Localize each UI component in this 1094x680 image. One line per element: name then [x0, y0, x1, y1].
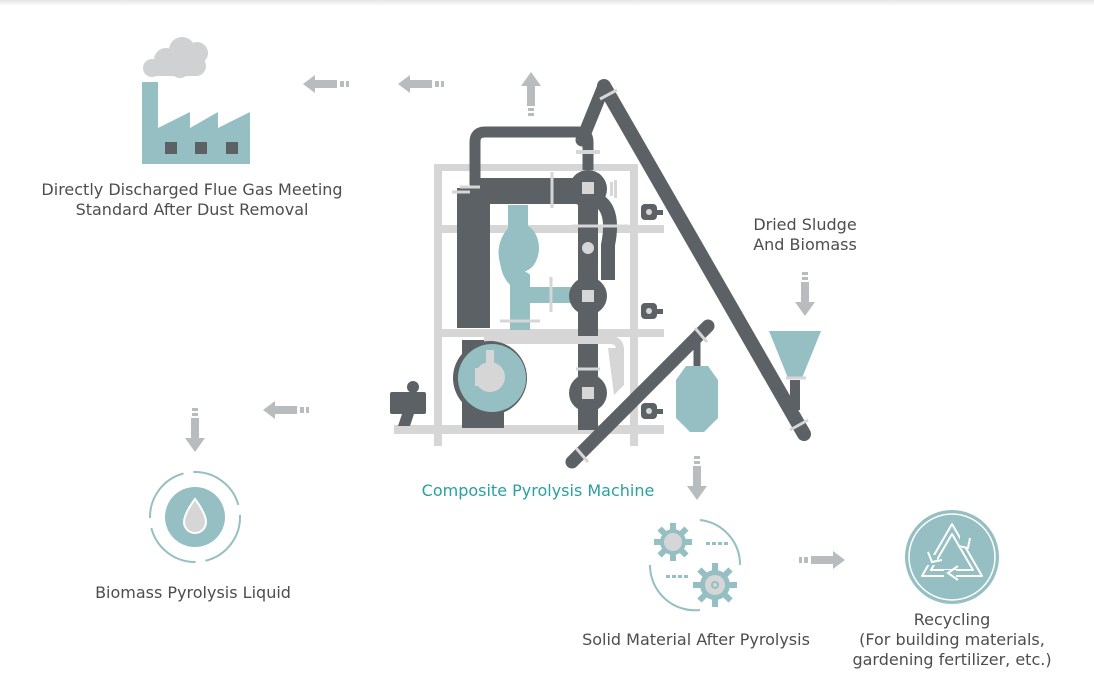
pyrolysis-machine-icon — [390, 79, 821, 469]
factory-icon — [142, 37, 250, 164]
recycling-label-line1: Recycling — [913, 610, 991, 629]
recycle-icon — [905, 510, 999, 604]
arrow-down-icon — [687, 456, 707, 500]
flue-gas-label-line1: Directly Discharged Flue Gas Meeting — [41, 180, 343, 199]
recycling-label-line3: gardening fertilizer, etc.) — [852, 650, 1052, 669]
flue-gas-label-line2: Standard After Dust Removal — [75, 200, 309, 219]
droplet-cycle-icon — [149, 471, 241, 563]
pyrolysis-liquid-label: Biomass Pyrolysis Liquid — [95, 583, 291, 602]
top-edge-shadow — [0, 0, 1094, 6]
smoke-cloud-icon — [143, 37, 208, 78]
arrow-left-icon — [263, 401, 309, 419]
arrow-left-icon — [303, 75, 349, 93]
machine-label: Composite Pyrolysis Machine — [421, 481, 655, 500]
arrow-down-icon — [185, 408, 205, 452]
recycling-label-line2: (For building materials, — [859, 630, 1045, 649]
dried-sludge-label-line1: Dried Sludge — [753, 215, 857, 234]
arrow-right-icon — [799, 551, 845, 569]
solid-material-label: Solid Material After Pyrolysis — [582, 630, 810, 649]
arrow-up-icon — [521, 72, 541, 116]
recycling-label: Recycling (For building materials, garde… — [840, 610, 1064, 670]
gears-icon — [648, 519, 742, 612]
flue-gas-label: Directly Discharged Flue Gas Meeting Sta… — [30, 180, 354, 220]
dried-sludge-label-line2: And Biomass — [753, 235, 857, 254]
arrow-down-icon — [795, 272, 815, 316]
dried-sludge-label: Dried Sludge And Biomass — [740, 215, 870, 255]
arrow-left-icon — [398, 75, 444, 93]
